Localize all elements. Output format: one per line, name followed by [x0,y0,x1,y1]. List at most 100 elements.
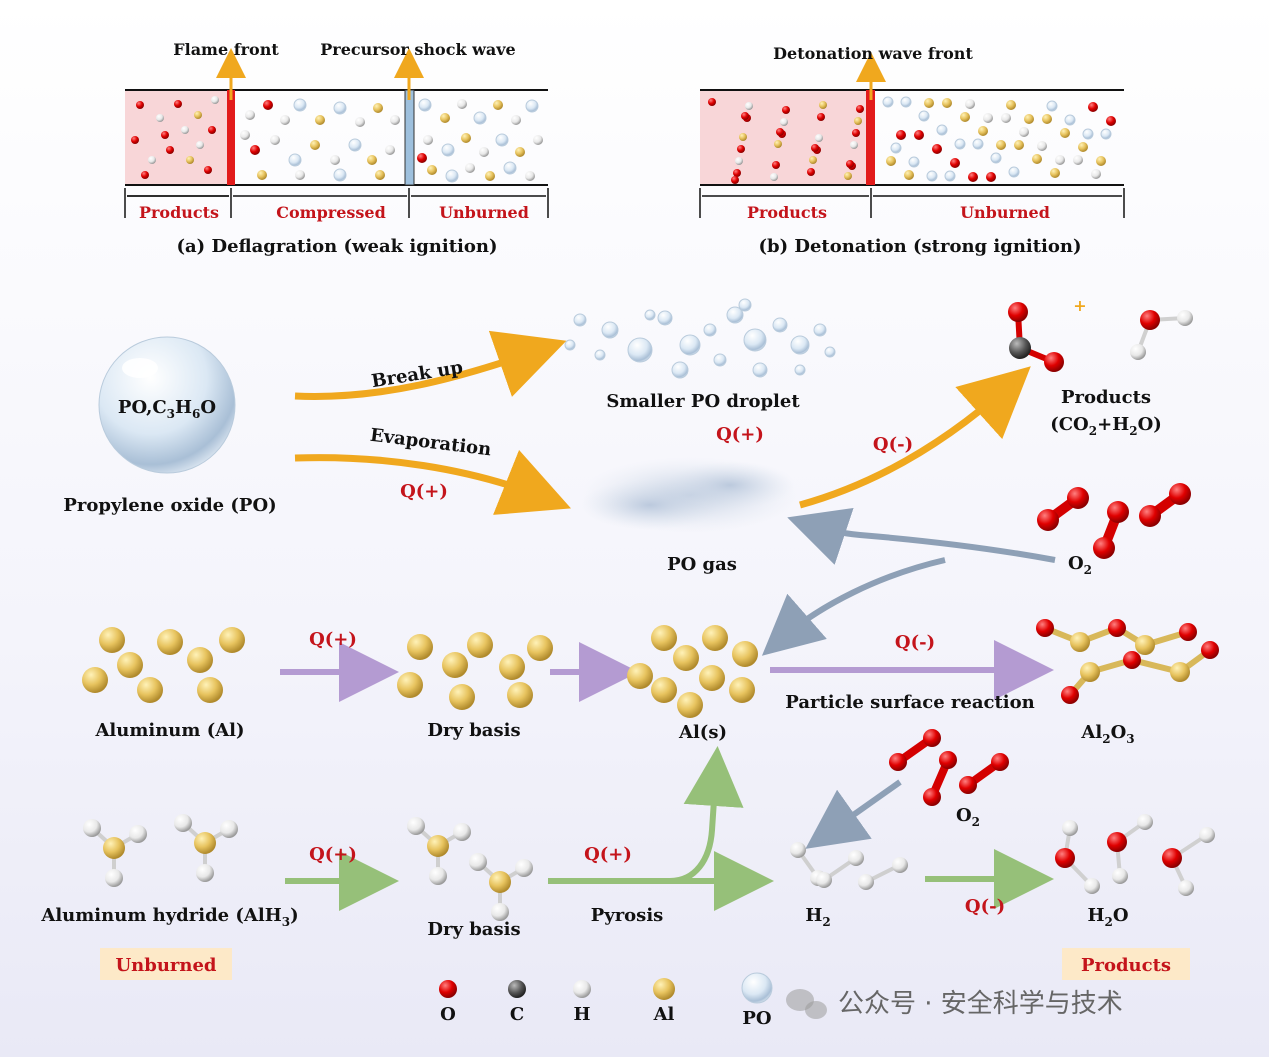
al-particle [507,682,533,708]
droplet [790,335,810,355]
q-minus-combust: Q(-) [873,434,913,455]
atom [846,160,854,168]
atom [473,111,487,125]
atom [310,140,320,150]
h-atom [892,857,908,873]
atom [811,144,819,152]
detonation-front-bar [866,90,875,185]
atom [375,170,385,180]
atom [854,117,862,125]
atom [739,133,747,141]
al-atom [1080,662,1100,682]
alh3-dry-molecules [407,817,533,921]
atom [996,140,1006,150]
h2-label: H2 [805,905,830,929]
al-q-plus: Q(+) [309,629,357,650]
atom [174,100,182,108]
al2o3-molecules [1036,619,1219,704]
atom [780,118,788,126]
atom [950,158,960,168]
alh3-q-plus: Q(+) [309,844,357,865]
atom [1046,100,1058,112]
alh3-dry-basis: Dry basis [427,919,520,940]
seg-compressed: Compressed [276,203,386,222]
atom [896,130,906,140]
alh3-name: Aluminum hydride (AlH3) [40,905,298,929]
al-particle [732,641,758,667]
al-dry-particles [397,632,553,710]
atom [196,141,204,149]
atom [1088,102,1098,112]
h-atom [83,819,101,837]
precursor-shock-label: Precursor shock wave [320,40,515,59]
h-atom [407,817,425,835]
o-atom [923,788,941,806]
al-particle [117,652,143,678]
al-atom [1170,662,1190,682]
o-atom [1055,848,1075,868]
o-atom [1201,641,1219,659]
o-atom [1179,623,1197,641]
atom [148,156,156,164]
legend-al: Al [653,1004,675,1025]
atom [263,100,273,110]
flame-front-label: Flame front [173,40,279,59]
o-atom [889,753,907,771]
o-atom [1107,501,1129,523]
atom [181,126,189,134]
atom [1064,114,1076,126]
atom [333,101,347,115]
atom [1073,155,1083,165]
atom [1055,155,1065,165]
droplet [743,328,767,352]
al-particles [82,627,245,703]
o-atom [1008,302,1028,322]
break-up-arrow [294,330,567,400]
atom [479,147,489,157]
o-atom [923,729,941,747]
atom [815,134,823,142]
atom [280,115,290,125]
po-droplet-formula: PO,C3H6O [118,397,216,421]
unburned-tag-label: Unburned [115,955,216,976]
atom [503,161,517,175]
panel-detonation: Detonation wave front Products Unburned … [699,44,1125,257]
atom [1060,128,1070,138]
atom [908,156,920,168]
alh3-molecules [83,814,238,887]
watermark: 公众号 · 安全科学与技术 [786,989,1123,1019]
droplet [752,362,768,378]
atom [809,156,817,164]
o2-molecules [1037,483,1191,559]
atom [288,153,302,167]
atom [1100,128,1112,140]
atom [1050,168,1060,178]
al-particle [702,625,728,651]
shock-wave-bar [404,89,415,186]
atom [461,133,471,143]
droplet [657,310,673,326]
seg-products: Products [139,203,219,222]
atom [1078,142,1088,152]
atom [355,117,365,127]
atom [315,115,325,125]
atom [1008,166,1020,178]
po-gas-cloud [580,457,800,533]
legend-po: PO [742,1008,771,1029]
atom [772,161,780,169]
seg-unburned: Unburned [439,203,529,222]
atom [850,141,858,149]
atom [367,155,377,165]
po-section: PO,C3H6O Propylene oxide (PO) Break up E… [63,296,1193,656]
al-particle [627,663,653,689]
atom [1001,113,1011,123]
atom [161,131,169,139]
o-atom [1123,651,1141,669]
atom [390,115,400,125]
h-atom [220,820,238,838]
al-particle [82,667,108,693]
al-atom [103,837,125,859]
products-tag [1062,948,1190,980]
atom [904,170,914,180]
o-atom [1107,832,1127,852]
